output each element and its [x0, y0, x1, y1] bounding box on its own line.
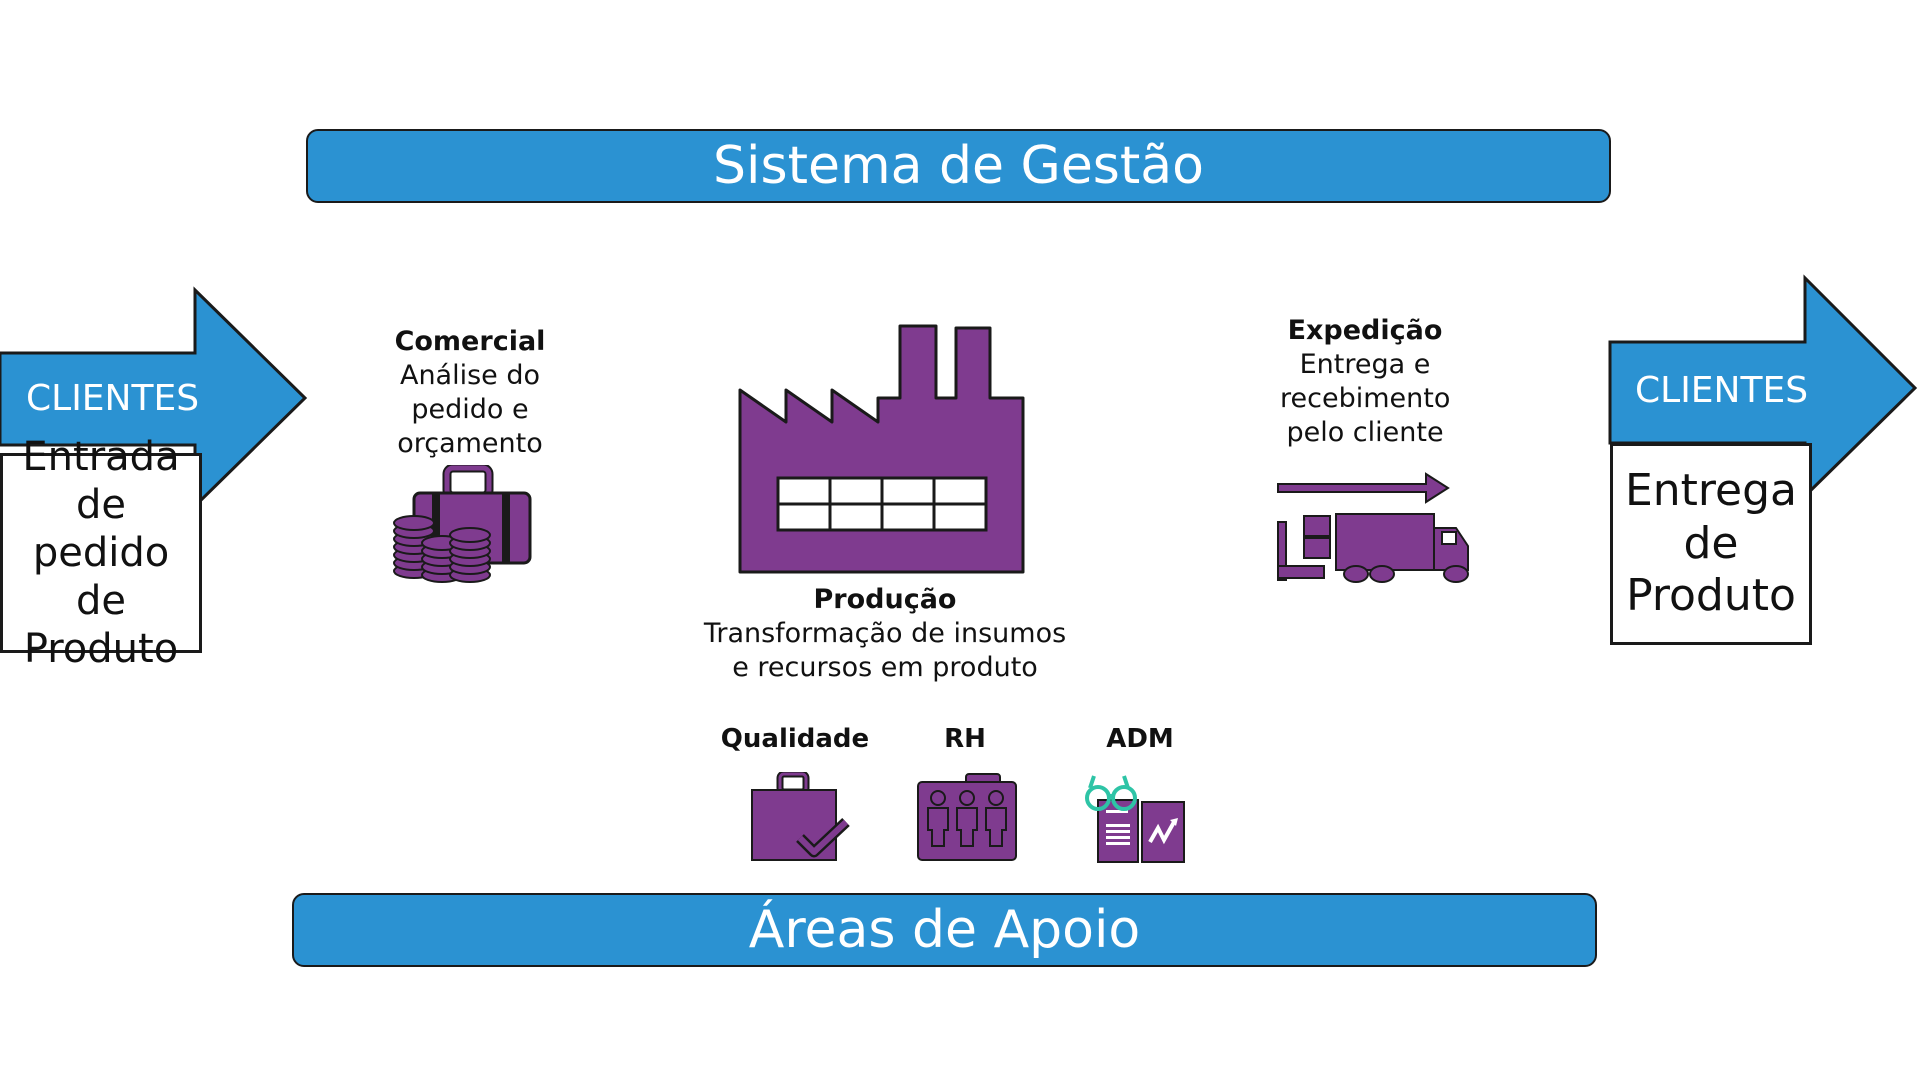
product-delivery-text: Entrega de Produto [1624, 464, 1798, 622]
left-clients-label: CLIENTES [26, 378, 200, 419]
admin-report-icon [1085, 775, 1185, 863]
left-clients-arrow [0, 286, 308, 510]
support-areas-title: Áreas de Apoio [748, 900, 1141, 960]
management-system-bar: Sistema de Gestão [306, 129, 1611, 203]
expedicao-block: Expedição Entrega e recebimento pelo cli… [1260, 314, 1470, 450]
team-icon [917, 773, 1017, 861]
right-clients-label: CLIENTES [1635, 370, 1809, 411]
factory-icon [738, 324, 1025, 574]
management-system-title: Sistema de Gestão [713, 136, 1204, 196]
producao-block: Produção Transformação de insumos e recu… [680, 583, 1090, 685]
comercial-title: Comercial [394, 326, 546, 357]
qualidade-title: Qualidade [720, 724, 870, 754]
rh-title: RH [944, 724, 986, 754]
briefcase-money-icon [393, 465, 532, 583]
product-delivery-box: Entrega de Produto [1610, 443, 1812, 645]
producao-description: Transformação de insumos e recursos em p… [703, 618, 1067, 683]
producao-title: Produção [813, 584, 957, 615]
delivery-truck-icon [1277, 472, 1469, 583]
order-entry-box: Entrada de pedido de Produto [0, 434, 202, 672]
expedicao-description: Entrega e recebimento pelo cliente [1280, 349, 1451, 448]
comercial-block: Comercial Análise do pedido e orçamento [380, 325, 560, 461]
support-areas-bar: Áreas de Apoio [292, 893, 1597, 967]
comercial-description: Análise do pedido e orçamento [397, 360, 543, 459]
adm-title: ADM [1106, 724, 1174, 754]
order-entry-text: Entrada de pedido de Produto [22, 434, 180, 672]
expedicao-title: Expedição [1287, 315, 1443, 346]
quality-check-icon [751, 772, 850, 861]
